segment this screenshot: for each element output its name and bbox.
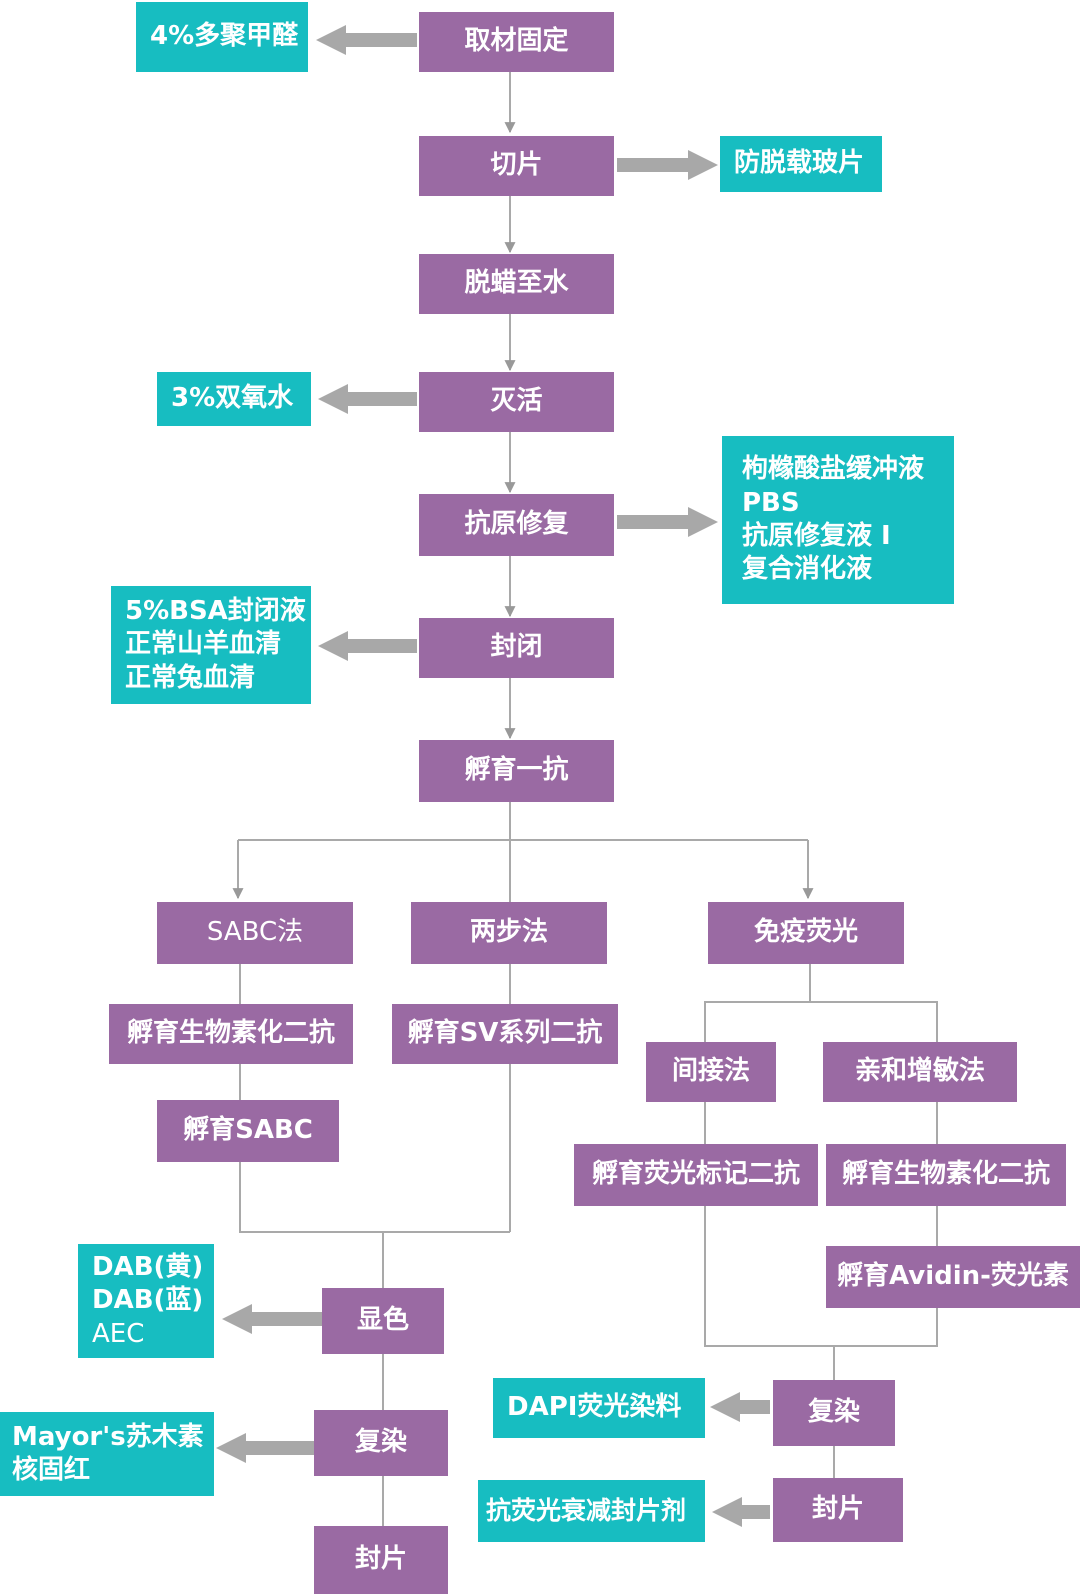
reagent-counterstains: Mayor's苏木素 核固红 bbox=[0, 1412, 214, 1496]
step-fixation: 取材固定 bbox=[419, 12, 614, 72]
reagent-peroxide-line: 3%双氧水 bbox=[171, 383, 294, 414]
reagent-antifade-line: 抗荧光衰减封片剂 bbox=[486, 1496, 687, 1525]
arrow-to-peroxide bbox=[318, 384, 417, 414]
step-incubate-biotin-secondary-right: 孵育生物素化二抗 bbox=[826, 1144, 1066, 1206]
reagent-slides: 防脱载玻片 bbox=[720, 136, 882, 192]
arrow-to-slides bbox=[617, 150, 718, 180]
step-sabc-method: SABC法 bbox=[157, 902, 353, 964]
reagent-fixative-line: 4%多聚甲醛 bbox=[150, 21, 299, 52]
reagent-counterstain-line-1: Mayor's苏木素 bbox=[12, 1421, 204, 1452]
reagent-retrieval-buffers: 枸橼酸盐缓冲液 PBS 抗原修复液 I 复合消化液 bbox=[722, 436, 954, 604]
reagent-blocking-line-1: 5%BSA封闭液 bbox=[125, 596, 306, 627]
reagent-dapi: DAPI荧光染料 bbox=[493, 1378, 705, 1438]
step-affinity-method: 亲和增敏法 bbox=[823, 1042, 1017, 1102]
step-incubate-sabc: 孵育SABC bbox=[157, 1100, 339, 1162]
reagent-chromogens: DAB(黄) DAB(蓝) AEC bbox=[78, 1244, 214, 1358]
reagent-antifade: 抗荧光衰减封片剂 bbox=[478, 1480, 705, 1542]
arrow-to-fixative bbox=[316, 25, 417, 55]
reagent-chromogen-line-2: DAB(蓝) bbox=[92, 1285, 204, 1316]
step-dewax: 脱蜡至水 bbox=[419, 254, 614, 314]
step-mounting-left: 封片 bbox=[314, 1526, 448, 1594]
arrow-to-antifade bbox=[712, 1497, 770, 1527]
reagent-fixative: 4%多聚甲醛 bbox=[136, 2, 308, 72]
reagent-counterstain-line-2: 核固红 bbox=[12, 1455, 91, 1485]
step-mounting-right: 封片 bbox=[773, 1478, 903, 1542]
step-incubate-biotin-secondary-left: 孵育生物素化二抗 bbox=[109, 1004, 353, 1064]
arrow-to-dapi bbox=[710, 1392, 770, 1422]
connector-sabc-branch-join bbox=[239, 1162, 510, 1233]
step-primary-incubation: 孵育一抗 bbox=[419, 740, 614, 802]
reagent-chromogen-line-1: DAB(黄) bbox=[92, 1252, 204, 1283]
step-two-step-method: 两步法 bbox=[411, 902, 607, 964]
arrow-to-counterstains bbox=[216, 1433, 314, 1463]
reagent-peroxide: 3%双氧水 bbox=[157, 372, 311, 426]
big-arrows bbox=[216, 25, 770, 1527]
step-immunofluorescence: 免疫荧光 bbox=[708, 902, 904, 964]
arrow-to-chromogens bbox=[222, 1304, 322, 1334]
reagent-retrieval-line-1: 枸橼酸盐缓冲液 bbox=[742, 454, 925, 485]
step-counterstain-right: 复染 bbox=[773, 1380, 895, 1446]
step-color-development: 显色 bbox=[322, 1288, 444, 1354]
reagent-blocking-solutions: 5%BSA封闭液 正常山羊血清 正常兔血清 bbox=[111, 586, 311, 704]
step-blocking: 封闭 bbox=[419, 618, 614, 678]
reagent-retrieval-line-2: PBS bbox=[742, 487, 800, 518]
step-incubate-fluor-secondary: 孵育荧光标记二抗 bbox=[574, 1144, 818, 1206]
arrow-to-blocking-solutions bbox=[318, 631, 417, 661]
step-indirect-method: 间接法 bbox=[646, 1042, 776, 1102]
reagent-chromogen-line-3: AEC bbox=[92, 1318, 145, 1349]
reagent-blocking-line-3: 正常兔血清 bbox=[125, 662, 256, 693]
reagent-dapi-line: DAPI荧光染料 bbox=[507, 1392, 682, 1423]
connector-primary-split bbox=[238, 802, 808, 841]
step-antigen-retrieval: 抗原修复 bbox=[419, 494, 614, 556]
step-incubate-sv-secondary: 孵育SV系列二抗 bbox=[392, 1004, 618, 1064]
reagent-slides-line: 防脱载玻片 bbox=[734, 148, 865, 179]
step-sectioning: 切片 bbox=[419, 136, 614, 196]
arrow-to-retrieval-buffers bbox=[617, 507, 718, 537]
step-inactivation: 灭活 bbox=[419, 372, 614, 432]
step-counterstain-left: 复染 bbox=[314, 1410, 448, 1476]
reagent-retrieval-line-3: 抗原修复液 I bbox=[742, 521, 891, 551]
reagent-retrieval-line-4: 复合消化液 bbox=[742, 554, 873, 585]
reagent-blocking-line-2: 正常山羊血清 bbox=[125, 629, 282, 660]
step-incubate-avidin-fluor: 孵育Avidin-荧光素 bbox=[826, 1246, 1080, 1308]
